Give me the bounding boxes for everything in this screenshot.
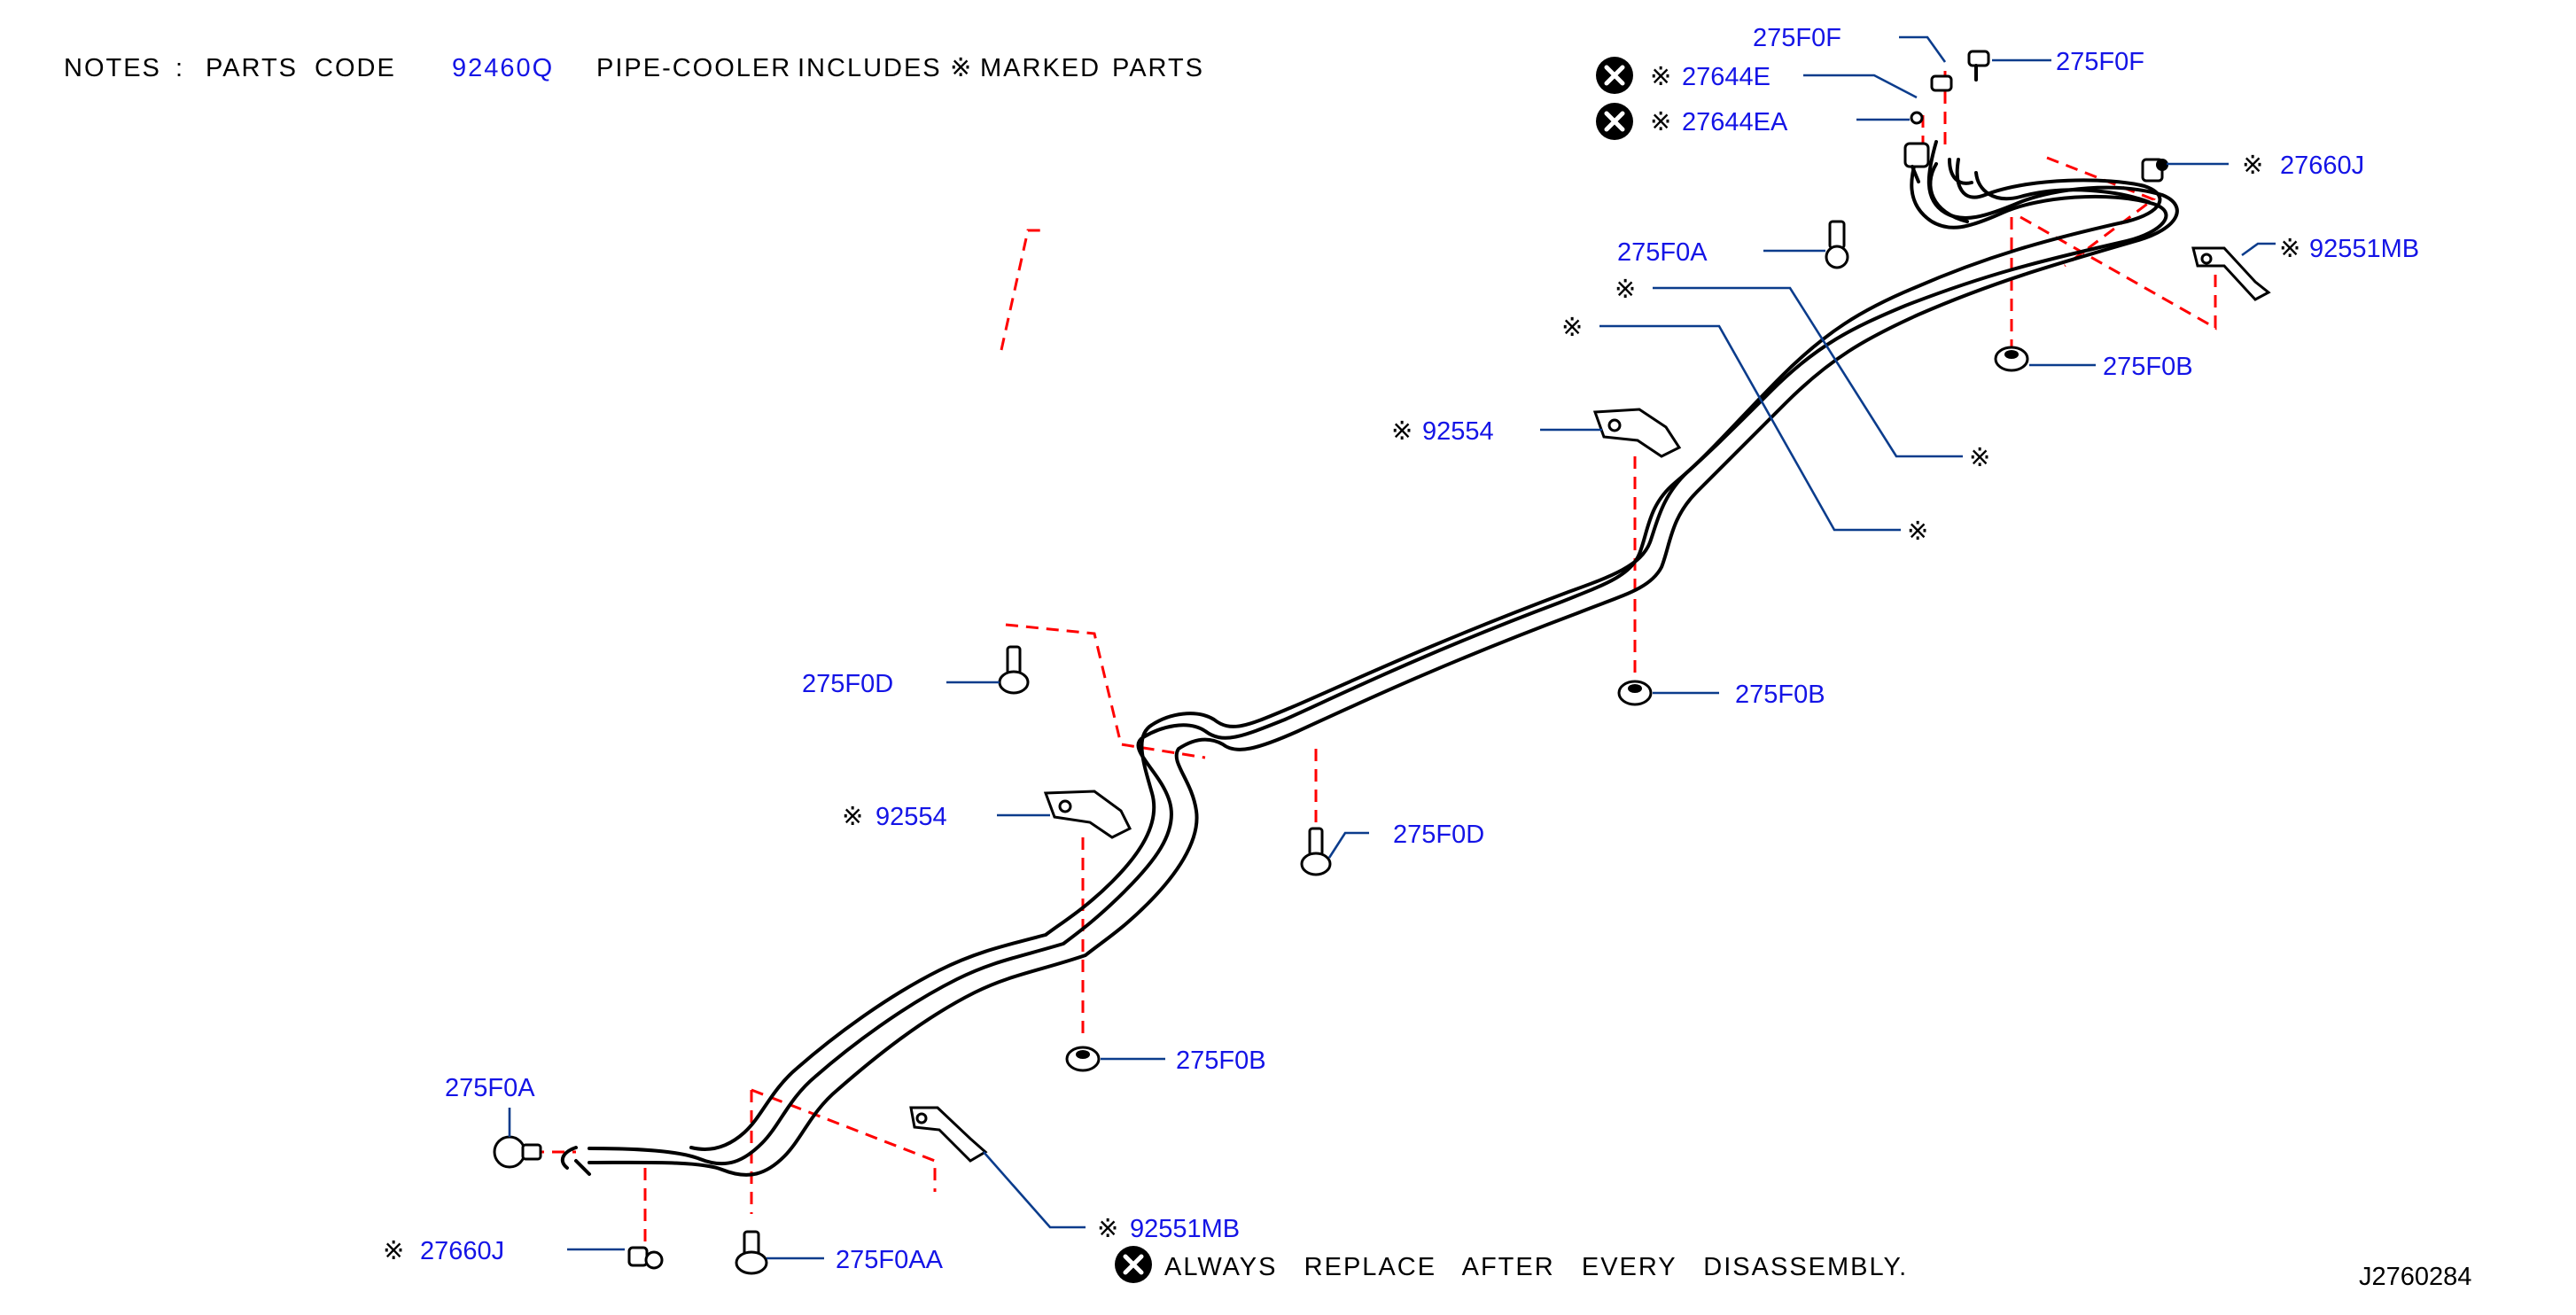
kome-27644EA: ※ (1650, 108, 1671, 136)
kome-27644E: ※ (1650, 63, 1671, 91)
callout-275F0A-low[interactable]: 275F0A (445, 1074, 535, 1102)
callout-92551MB-top[interactable]: 92551MB (2309, 235, 2419, 263)
kome-27660J-low: ※ (383, 1237, 404, 1265)
replace-x-icon-footer (1115, 1246, 1152, 1283)
oring-27644EA-icon (1910, 111, 1924, 125)
clamp-92551MB-top-icon (2191, 246, 2271, 301)
parts-label: PARTS (206, 54, 298, 82)
pipe-end-low (560, 1146, 591, 1176)
dash-275F0AA (750, 1088, 937, 1214)
includes-text: INCLUDES (798, 54, 942, 82)
callout-27660J-low[interactable]: 27660J (420, 1237, 504, 1265)
notes-header: NOTES : PARTS CODE 92460Q PIPE-COOLER IN… (64, 54, 1204, 82)
notes-label: NOTES (64, 54, 161, 82)
kome-pipe-2: ※ (1561, 314, 1583, 342)
bolt-275F0D-left-icon (998, 645, 1030, 695)
bolt-275F0A-low-icon (493, 1135, 542, 1169)
dash-275F0A-top (1000, 229, 1046, 351)
diagram-code: J2760284 (2359, 1263, 2471, 1291)
replace-icons (1115, 57, 1633, 1283)
leader-kome-1 (1653, 286, 1963, 458)
clip-275F0F-top-icon (1930, 74, 1953, 92)
leader-92551MB-low (983, 1151, 1086, 1229)
kome-92551MB-low: ※ (1097, 1215, 1118, 1243)
pipe-1 (588, 149, 2168, 1166)
callout-275F0B-low[interactable]: 275F0B (1176, 1047, 1266, 1075)
assembly-dashed-lines (532, 71, 2217, 1249)
grommet-275F0B-right-icon (1994, 346, 2029, 372)
replace-note: ALWAYS REPLACE AFTER EVERY DISASSEMBLY. (1164, 1253, 1908, 1281)
marked-text: MARKED (980, 54, 1101, 82)
callout-27660J-top[interactable]: 27660J (2280, 152, 2364, 180)
kome-92551MB-top: ※ (2279, 235, 2300, 263)
clip-275F0F-right-icon (1967, 50, 1990, 82)
notes-colon: : (175, 54, 184, 82)
callout-92551MB-low[interactable]: 92551MB (1130, 1215, 1240, 1243)
part-glyphs (493, 50, 2271, 1275)
footer: ALWAYS REPLACE AFTER EVERY DISASSEMBLY. … (1164, 1253, 2471, 1291)
code-label: CODE (315, 54, 396, 82)
kome-27660J-top: ※ (2242, 152, 2263, 180)
pipe-3 (689, 158, 2162, 1151)
callout-275F0AA[interactable]: 275F0AA (836, 1246, 944, 1274)
pipe-return (1974, 171, 2151, 204)
bracket-27660J-low-icon (627, 1246, 664, 1270)
dash-27660J-top (2046, 156, 2157, 268)
callout-27644E[interactable]: 27644E (1682, 63, 1771, 91)
callout-275F0F-right[interactable]: 275F0F (2056, 48, 2144, 76)
callout-27644EA[interactable]: 27644EA (1682, 108, 1788, 136)
kome-92554-left: ※ (842, 803, 863, 831)
bolt-275F0AA-icon (735, 1230, 768, 1275)
callout-92554-left[interactable]: 92554 (876, 803, 947, 831)
clamp-92554-mid-icon (1592, 408, 1682, 458)
leader-lines (508, 35, 2276, 1260)
leader-275F0F-top (1899, 35, 1947, 63)
replace-x-icon-27644E (1596, 57, 1633, 94)
callout-275F0B-right[interactable]: 275F0B (2103, 353, 2193, 381)
pipe-2 (588, 140, 2179, 1177)
pipe-top-loop (1928, 158, 1973, 223)
callout-92554-mid[interactable]: 92554 (1422, 417, 1494, 446)
replace-x-icon-27644EA (1596, 103, 1633, 140)
pipe-cooler-text: PIPE-COOLER (596, 54, 791, 82)
leader-kome-2 (1599, 324, 1901, 532)
grommet-275F0B-low-icon (1065, 1046, 1101, 1072)
clamp-92554-left-icon (1043, 790, 1132, 839)
bracket-27660J-top-icon (2141, 158, 2168, 183)
callout-275F0F-top[interactable]: 275F0F (1753, 24, 1841, 52)
clamp-92551MB-low-icon (909, 1106, 988, 1163)
code-value[interactable]: 92460Q (452, 54, 554, 82)
callout-275F0D-mid[interactable]: 275F0D (1393, 821, 1484, 849)
kome-pipe-1: ※ (1615, 276, 1636, 304)
parts-text: PARTS (1112, 54, 1204, 82)
callout-275F0A-top[interactable]: 275F0A (1617, 238, 1708, 267)
callout-275F0D-left[interactable]: 275F0D (802, 670, 893, 698)
kome-pipe-3: ※ (1969, 444, 1990, 472)
connector-top-icon (1903, 142, 1930, 183)
leader-275F0D-mid (1327, 831, 1369, 859)
callout-labels: 275F0F 275F0F ※ 27644E ※ 27644EA ※ 27660… (383, 24, 2419, 1274)
leader-92551MB-top (2241, 242, 2276, 257)
leader-27644E (1803, 74, 1918, 99)
grommet-275F0B-mid-icon (1617, 680, 1653, 706)
kome-92554-mid: ※ (1391, 417, 1413, 446)
callout-275F0B-mid[interactable]: 275F0B (1735, 681, 1825, 709)
dash-275F0D-left (1005, 623, 1206, 759)
bolt-275F0A-top-icon (1825, 220, 1849, 269)
cooler-pipes (560, 140, 2179, 1177)
dash-92551MB-top (2020, 215, 2217, 331)
marked-symbol: ※ (950, 54, 973, 82)
bolt-275F0D-mid-icon (1300, 827, 1332, 876)
kome-pipe-4: ※ (1907, 517, 1928, 546)
